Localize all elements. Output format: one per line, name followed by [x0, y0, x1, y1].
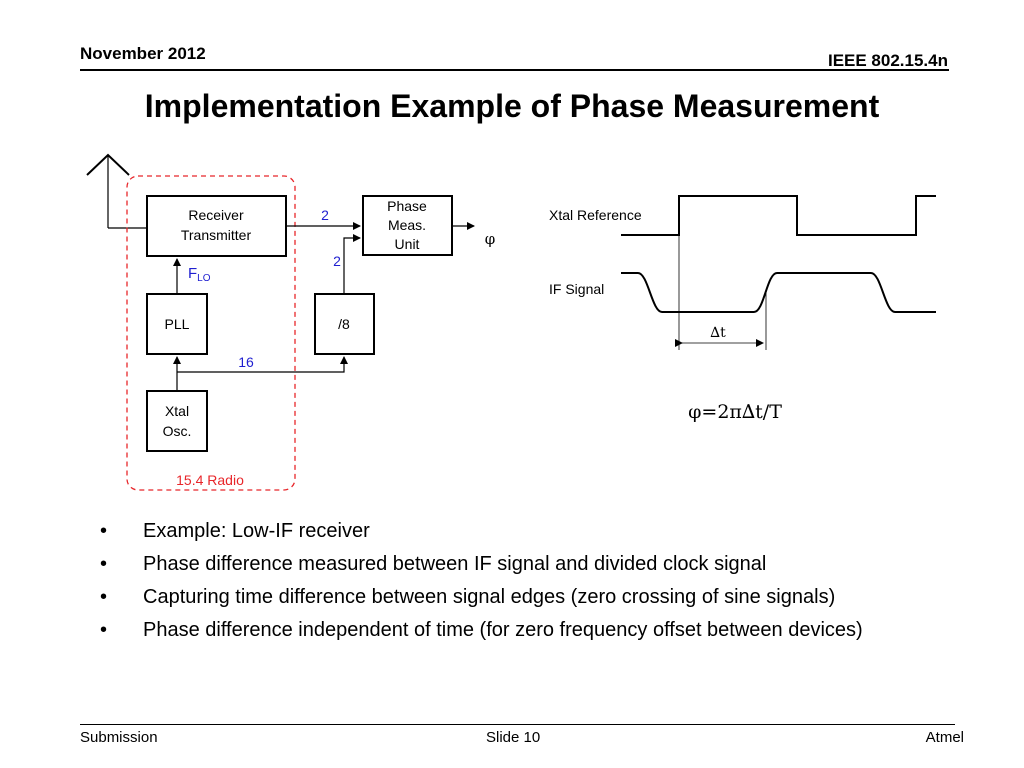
receiver-transmitter-block: [146, 195, 287, 257]
bus-width-16: 16: [238, 354, 254, 370]
footer-slide-number: Slide 10: [486, 729, 541, 746]
bullet-text: Phase difference measured between IF sig…: [143, 553, 767, 575]
delta-t-marker: [675, 235, 767, 350]
receiver-label-1: Receiver: [188, 207, 244, 223]
xtal-label-2: Osc.: [163, 423, 192, 439]
phase-label-3: Unit: [395, 236, 420, 252]
bus-width-div: 2: [333, 253, 341, 269]
pll-label: PLL: [165, 316, 190, 332]
signal-connections: [173, 222, 475, 391]
delta-t-label: ∆t: [710, 325, 726, 341]
bullet-symbol: •: [100, 553, 108, 575]
radio-outline: [126, 175, 296, 491]
header-rule: [80, 69, 949, 71]
flo-main: F: [188, 265, 197, 282]
phase-formula: φ=2π∆t/T: [688, 401, 782, 423]
bullet-item: • Capturing time difference between signa…: [100, 584, 980, 610]
footer-rule: [80, 724, 955, 725]
bullet-symbol: •: [100, 520, 108, 542]
phi-output: φ: [485, 230, 496, 248]
slide-title: Implementation Example of Phase Measurem…: [144, 88, 880, 124]
bus-width-rx: 2: [321, 207, 329, 223]
xtal-label-1: Xtal: [165, 403, 189, 419]
bullet-item: • Phase difference measured between IF si…: [100, 551, 980, 577]
divider-label: /8: [338, 316, 350, 332]
bullet-symbol: •: [100, 586, 108, 608]
bullet-item: • Phase difference independent of time (f…: [100, 617, 980, 643]
bullet-text: Capturing time difference between signal…: [143, 586, 836, 608]
antenna-icon: [86, 153, 147, 229]
flo-sub: LO: [197, 273, 211, 284]
footer-organization: Atmel: [925, 729, 964, 746]
header-standard: IEEE 802.15.4n: [827, 51, 948, 70]
header-date: November 2012: [80, 44, 206, 63]
bullet-text: Example: Low-IF receiver: [143, 520, 370, 542]
phase-label-1: Phase: [387, 198, 427, 214]
footer-submission: Submission: [80, 729, 158, 746]
xtal-osc-block: [146, 390, 208, 452]
bullet-item: • Example: Low-IF receiver: [100, 518, 980, 544]
receiver-label-2: Transmitter: [181, 227, 252, 243]
phase-label-2: Meas.: [388, 217, 426, 233]
xtal-reference-label: Xtal Reference: [549, 207, 642, 223]
if-signal-waveform: [621, 272, 936, 313]
bullet-text: Phase difference independent of time (fo…: [143, 619, 863, 641]
bullet-symbol: •: [100, 619, 108, 641]
flo-label: FLO: [188, 265, 211, 284]
if-signal-label: IF Signal: [549, 281, 604, 297]
radio-label: 15.4 Radio: [176, 472, 244, 488]
bullet-list: • Example: Low-IF receiver • Phase differe…: [100, 518, 980, 650]
xtal-reference-waveform: [621, 195, 936, 236]
